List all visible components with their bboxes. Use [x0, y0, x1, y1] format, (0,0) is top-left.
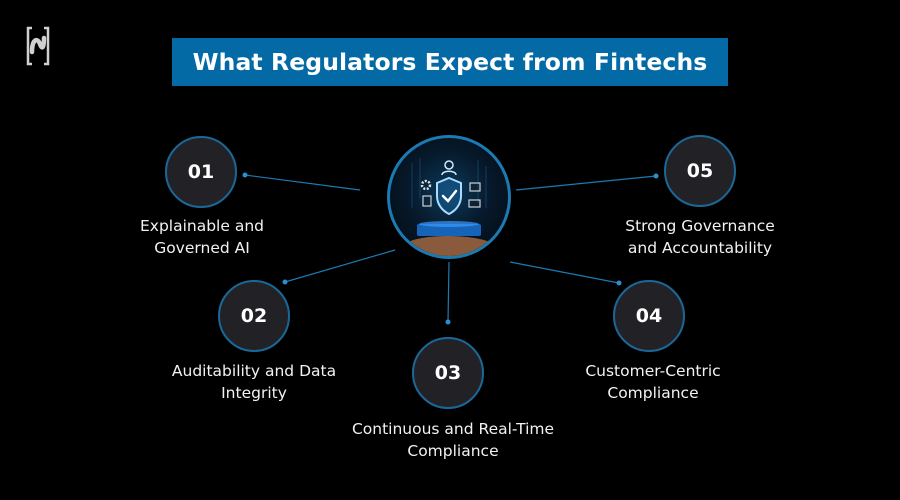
step-circle-04: 04 [613, 280, 685, 352]
step-circle-05: 05 [664, 135, 736, 207]
connector-dot [242, 172, 248, 178]
connector-dot [445, 319, 451, 325]
page-title: What Regulators Expect from Fintechs [192, 48, 708, 76]
logo-icon [26, 26, 50, 66]
connector-dot [653, 173, 659, 179]
step-circle-01: 01 [165, 136, 237, 208]
step-circle-03: 03 [412, 337, 484, 409]
connector-dot [282, 279, 288, 285]
step-circle-02: 02 [218, 280, 290, 352]
connector-dot [616, 280, 622, 286]
center-hub-image [387, 135, 511, 259]
title-banner: What Regulators Expect from Fintechs [172, 38, 728, 86]
security-shield-check-icon [408, 158, 490, 256]
